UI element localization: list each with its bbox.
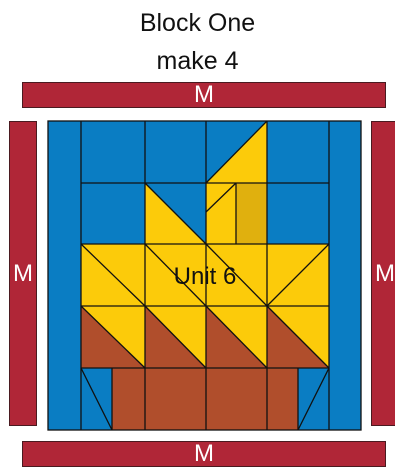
mast-dark-yellow [236, 183, 267, 244]
border-strip-bottom: M [22, 440, 386, 467]
hull-lower [81, 368, 329, 430]
grid-lines [47, 120, 362, 431]
border-strip-top: M [22, 81, 386, 108]
unit-label: Unit 6 [173, 263, 237, 290]
block-title-line-1: Block One [139, 9, 256, 37]
border-strip-left: M [9, 121, 37, 426]
block-title-line-2: make 4 [156, 47, 239, 75]
border-strip-right: M [371, 121, 395, 426]
